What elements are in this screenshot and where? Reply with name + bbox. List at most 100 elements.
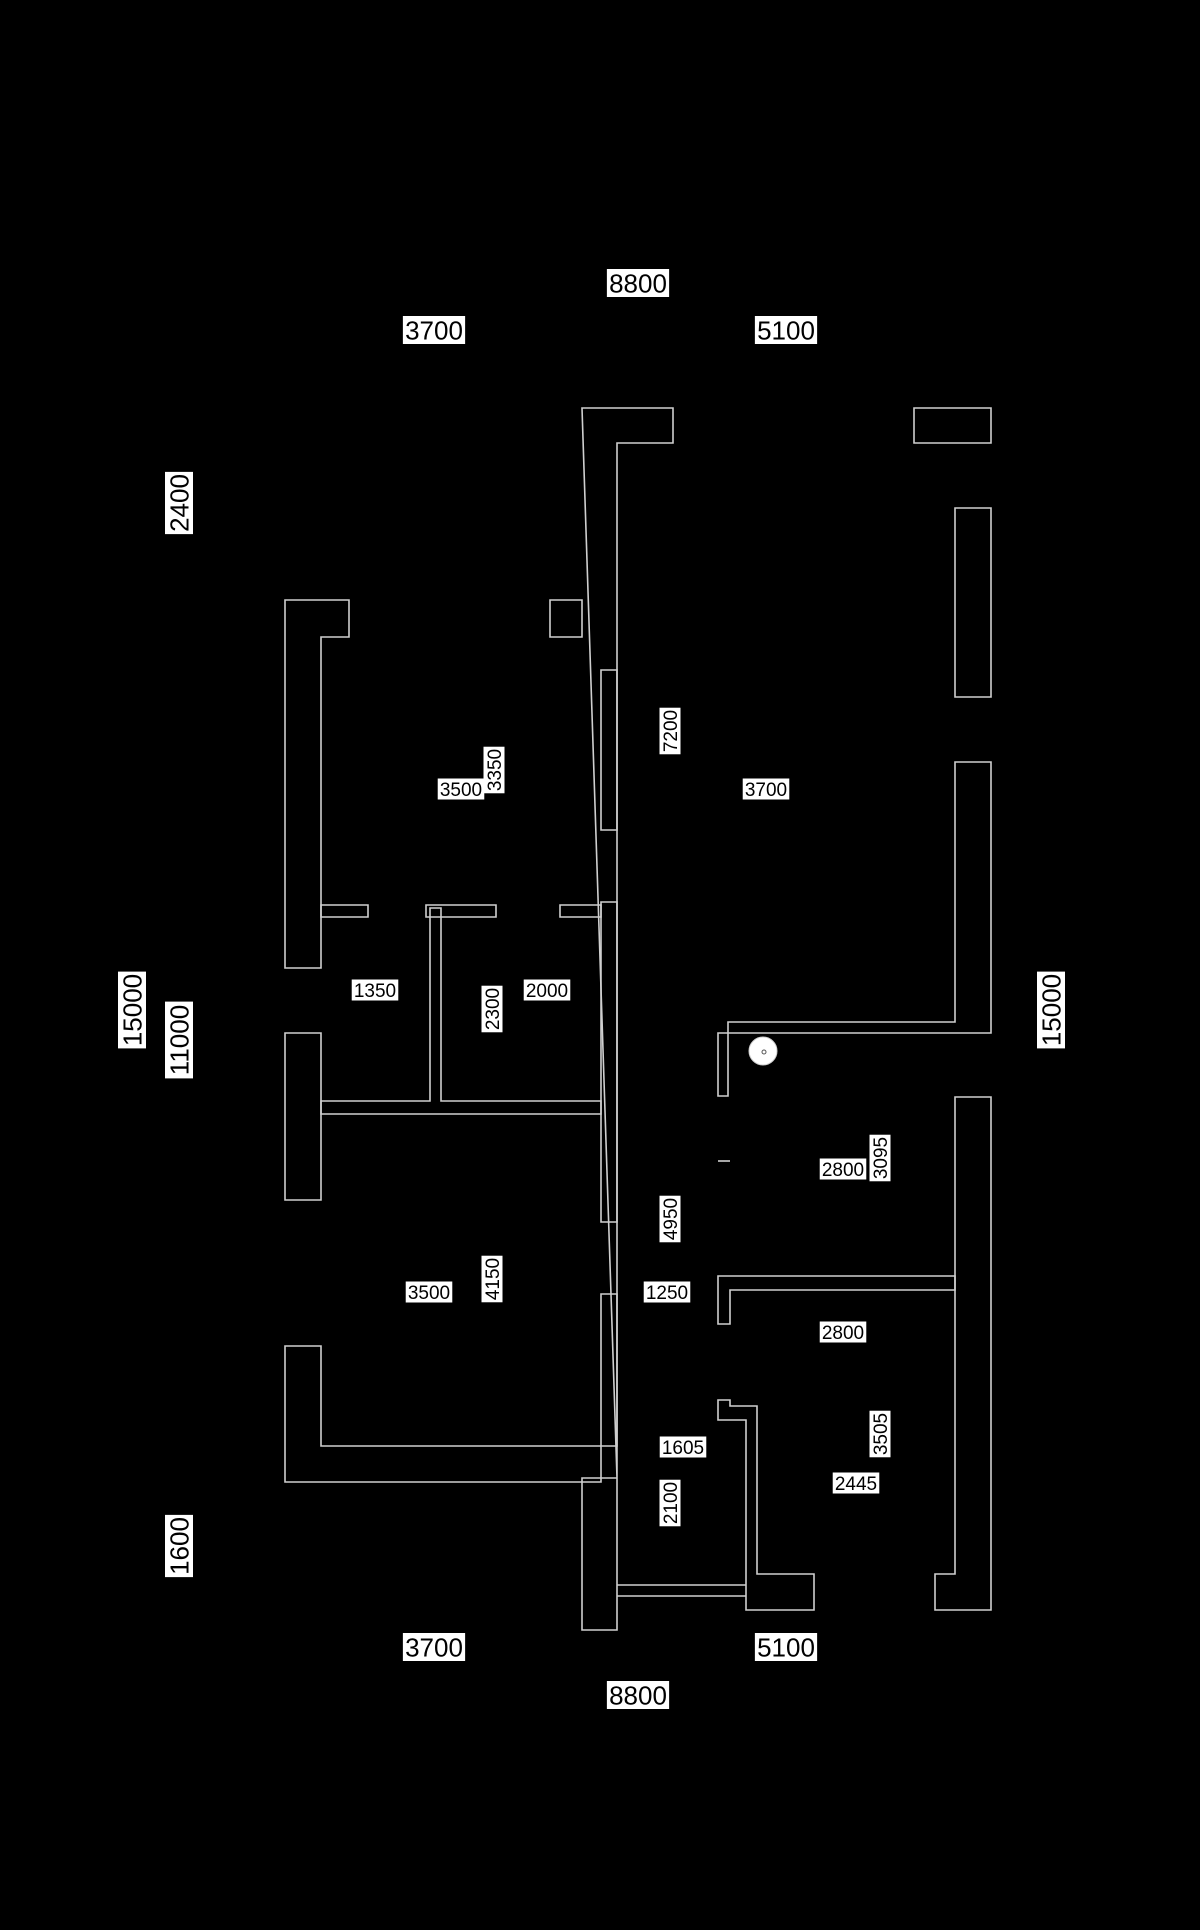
dim-bottom-left-text: 3700 xyxy=(405,1632,463,1662)
dim-left-total-bg xyxy=(118,971,146,1049)
dim-bath-w-width-text: 2000 xyxy=(526,981,568,1002)
dim-top-right: 5100 xyxy=(754,315,818,345)
dim-bedroom-nw-width-bg xyxy=(437,778,485,800)
wall-closet-top-a xyxy=(320,904,369,918)
wall-north-living xyxy=(581,407,674,1631)
dim-closet-width: 1350 xyxy=(351,979,399,1002)
dim-bedroom-sw-depth-bg xyxy=(481,1255,503,1303)
dim-bedroom-se-depth-bg xyxy=(869,1410,891,1458)
dim-right-total-bg xyxy=(1037,971,1065,1049)
dim-left-middle-bg xyxy=(165,1001,193,1079)
dim-living-depth-bg xyxy=(659,707,681,755)
wall-nw-bedroom-top xyxy=(284,599,350,969)
dim-top-right-bg xyxy=(754,316,818,344)
dim-closet-width-text: 1350 xyxy=(354,981,396,1002)
dim-bottom-left: 3700 xyxy=(402,1632,466,1662)
dim-left-total-text: 15000 xyxy=(117,974,147,1046)
wall-closet-top-b xyxy=(425,904,497,918)
dim-bottom-right-text: 5100 xyxy=(757,1632,815,1662)
dim-kitchen-depth-text: 3095 xyxy=(871,1137,892,1179)
dim-kitchen-depth: 3095 xyxy=(869,1134,892,1182)
dim-bedroom-sw-width-bg xyxy=(405,1281,453,1303)
dim-bedroom-nw-depth-bg xyxy=(483,746,505,794)
dim-left-upper-bg xyxy=(165,471,193,535)
kitchen-fixture xyxy=(748,1036,778,1066)
dim-left-middle-text: 11000 xyxy=(164,1005,194,1075)
dim-hall-width-bg xyxy=(643,1281,691,1303)
dim-hall-depth: 4950 xyxy=(659,1195,682,1243)
dim-hall-width-text: 1250 xyxy=(646,1283,688,1304)
dim-kitchen-width: 2800 xyxy=(819,1158,867,1181)
dim-hall-depth-bg xyxy=(659,1195,681,1243)
dim-kitchen-depth-bg xyxy=(869,1134,891,1182)
dim-entry-depth-text: 2100 xyxy=(661,1482,682,1524)
dim-bedroom-sw-width: 3500 xyxy=(405,1281,453,1304)
dim-bottom-total: 8800 xyxy=(606,1680,670,1710)
dim-living-depth: 7200 xyxy=(659,707,682,755)
dim-right-total: 15000 xyxy=(1036,971,1066,1049)
dim-living-width-text: 3700 xyxy=(745,780,787,801)
wall-ne-corner xyxy=(913,407,992,444)
dim-top-total-bg xyxy=(606,269,670,297)
dim-bath-w-width-bg xyxy=(523,979,571,1001)
dim-bottom-total-text: 8800 xyxy=(609,1680,667,1710)
walls xyxy=(284,407,992,1631)
dim-bedroom-nw-width: 3500 xyxy=(437,778,485,801)
wall-east-middle xyxy=(717,761,992,1097)
dim-bath-e-width-bg xyxy=(819,1321,867,1343)
drain-icon xyxy=(748,1036,778,1066)
dim-bottom-right: 5100 xyxy=(754,1632,818,1662)
dim-entry-depth-bg xyxy=(659,1479,681,1527)
dim-kitchen-width-bg xyxy=(819,1158,867,1180)
dim-bath-w-depth-text: 2300 xyxy=(483,988,504,1030)
dim-left-upper: 2400 xyxy=(164,471,194,535)
wall-east-lower xyxy=(934,1096,992,1611)
dimension-labels: 8800 3700 5100 3700 5100 8800 2400 15000 11000 16… xyxy=(117,268,1066,1710)
dim-left-upper-text: 2400 xyxy=(164,474,194,532)
dim-bottom-left-bg xyxy=(402,1633,466,1661)
dim-entry-width-text: 1605 xyxy=(662,1438,704,1459)
dim-bath-w-width: 2000 xyxy=(523,979,571,1002)
dim-right-total-text: 15000 xyxy=(1036,974,1066,1046)
dim-bath-e-width-text: 2800 xyxy=(822,1323,864,1344)
wall-west-middle xyxy=(284,1032,322,1201)
dim-bath-w-depth-bg xyxy=(481,985,503,1033)
wall-corridor-west-lower xyxy=(600,1293,618,1447)
wall-corridor-west xyxy=(600,901,618,1223)
dim-bedroom-sw-width-text: 3500 xyxy=(408,1283,450,1304)
dim-top-right-text: 5100 xyxy=(757,315,815,345)
dim-bedroom-se-width: 2445 xyxy=(832,1472,880,1495)
dim-bedroom-nw-depth: 3350 xyxy=(483,746,506,794)
dim-entry-depth: 2100 xyxy=(659,1479,682,1527)
dim-left-lower-text: 1600 xyxy=(164,1517,194,1575)
wall-closet-top-c xyxy=(559,904,602,918)
dim-left-lower-bg xyxy=(165,1514,193,1578)
dim-entry-width-bg xyxy=(659,1436,707,1458)
dim-top-left-text: 3700 xyxy=(405,315,463,345)
wall-bath-east xyxy=(717,1275,956,1325)
dim-left-middle: 11000 xyxy=(164,1001,194,1079)
dim-bedroom-sw-depth-text: 4150 xyxy=(483,1258,504,1300)
dim-bedroom-se-depth-text: 3505 xyxy=(871,1413,892,1455)
dim-bottom-right-bg xyxy=(754,1633,818,1661)
dim-left-total: 15000 xyxy=(117,971,147,1049)
dim-top-left: 3700 xyxy=(402,315,466,345)
dim-bedroom-nw-width-text: 3500 xyxy=(440,780,482,801)
dim-top-total-text: 8800 xyxy=(609,268,667,298)
wall-nw-stub xyxy=(549,599,583,638)
dim-living-width-bg xyxy=(742,778,790,800)
dim-top-left-bg xyxy=(402,316,466,344)
dim-bath-w-depth: 2300 xyxy=(481,985,504,1033)
dim-hall-depth-text: 4950 xyxy=(661,1198,682,1240)
dim-bedroom-se-depth: 3505 xyxy=(869,1410,892,1458)
dim-bottom-total-bg xyxy=(606,1681,670,1709)
dim-bedroom-sw-depth: 4150 xyxy=(481,1255,504,1303)
dim-left-lower: 1600 xyxy=(164,1514,194,1578)
dim-entry-width: 1605 xyxy=(659,1436,707,1459)
dim-bedroom-se-width-text: 2445 xyxy=(835,1474,877,1495)
dim-kitchen-width-text: 2800 xyxy=(822,1160,864,1181)
dim-living-width: 3700 xyxy=(742,778,790,801)
dim-hall-width: 1250 xyxy=(643,1281,691,1304)
dim-bedroom-se-width-bg xyxy=(832,1472,880,1494)
